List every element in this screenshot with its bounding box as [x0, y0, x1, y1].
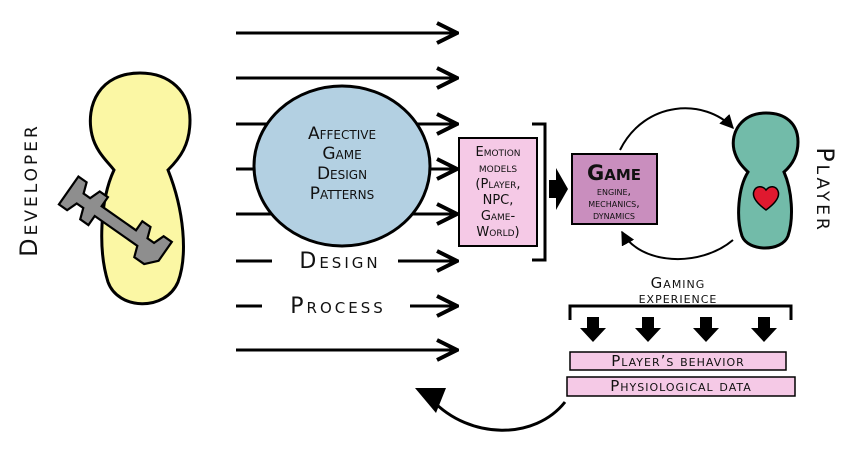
heart-icon: [752, 186, 780, 211]
emotion-line-1: Emotion: [475, 145, 520, 160]
developer-figure: [88, 71, 192, 306]
game-line-3: dynamics: [593, 209, 635, 222]
developer-label: Developer: [15, 123, 43, 257]
design-label: Design: [299, 249, 380, 274]
down-arrow-4: [751, 317, 777, 342]
gaming-experience-line-2: experience: [639, 289, 718, 307]
patterns-line-4: Patterns: [310, 184, 375, 204]
physio-label: Physiological data: [610, 377, 752, 395]
emotion-line-6: World): [476, 225, 519, 240]
down-arrow-2: [635, 317, 661, 342]
player-figure: [731, 111, 800, 250]
player-label: Player: [811, 147, 839, 233]
game-to-player-arrow: [619, 107, 734, 151]
patterns-line-1: Affective: [308, 124, 376, 144]
patterns-line-2: Game: [322, 144, 361, 164]
emotion-line-3: (Player,: [475, 177, 520, 192]
patterns-line-3: Design: [317, 164, 367, 184]
game-line-1: engine,: [597, 185, 631, 198]
game-title: Game: [587, 161, 641, 185]
emotion-line-5: Game-: [481, 209, 516, 224]
experience-bracket: [568, 304, 793, 320]
wrench-icon: [57, 175, 174, 266]
models-bracket: [532, 122, 547, 262]
feedback-arrow-head: [415, 388, 446, 413]
emotion-line-4: NPC,: [483, 193, 514, 208]
to-game-arrow: [549, 168, 568, 210]
physio-box: [566, 376, 796, 397]
process-label: Process: [290, 294, 386, 319]
behavior-box: [569, 351, 787, 371]
feedback-arrow: [430, 398, 567, 432]
emotion-line-2: models: [479, 161, 517, 176]
behavior-label: Player’s behavior: [611, 352, 745, 370]
emotion-models-box: [458, 137, 538, 247]
gaming-experience-line-1: Gaming: [651, 274, 706, 292]
player-to-game-arrow: [621, 230, 734, 260]
down-arrow-1: [580, 317, 606, 342]
game-box: [571, 153, 658, 225]
down-arrow-3: [693, 317, 719, 342]
patterns-ellipse: [252, 84, 432, 248]
game-line-2: mechanics,: [588, 197, 640, 210]
